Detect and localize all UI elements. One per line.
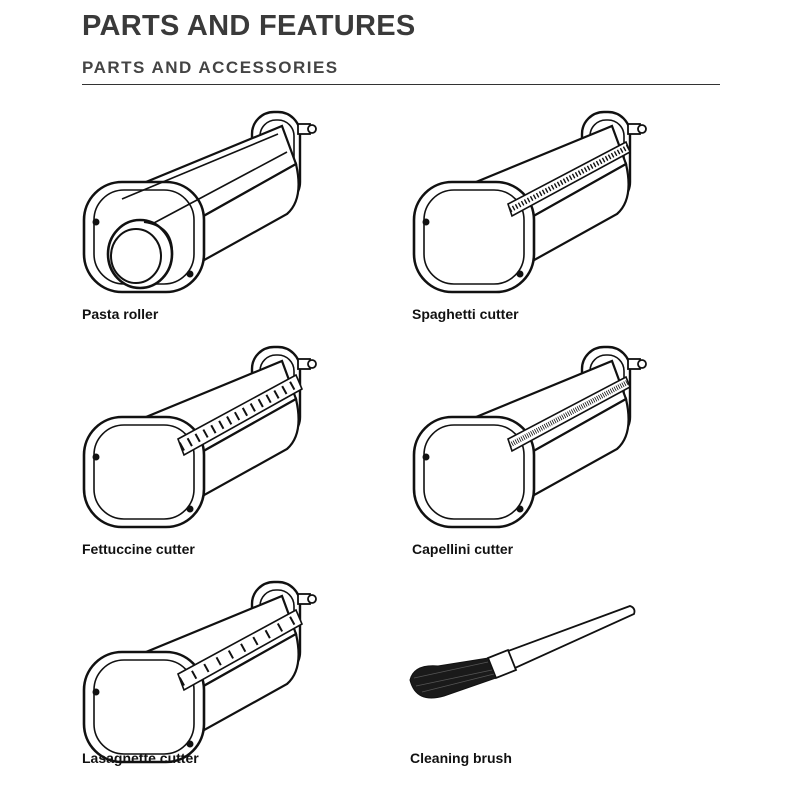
part-lasagnette-cutter: Lasagnette cutter: [82, 570, 382, 800]
page-subtitle: PARTS AND ACCESSORIES: [82, 58, 339, 77]
fettuccine-cutter-illustration: [82, 345, 318, 529]
part-fettuccine-cutter: Fettuccine cutter: [82, 335, 382, 565]
part-spaghetti-cutter: Spaghetti cutter: [412, 100, 712, 330]
lasagnette-cutter-illustration: [82, 580, 318, 764]
part-label: Cleaning brush: [410, 750, 512, 766]
part-label: Lasagnette cutter: [82, 750, 199, 766]
pasta-roller-illustration: [82, 110, 318, 294]
part-capellini-cutter: Capellini cutter: [412, 335, 712, 565]
page-title: PARTS AND FEATURES: [82, 10, 416, 42]
part-label: Spaghetti cutter: [412, 306, 519, 322]
part-label: Pasta roller: [82, 306, 159, 322]
cleaning-brush-illustration: [409, 605, 636, 699]
part-cleaning-brush: Cleaning brush: [408, 600, 648, 780]
part-label: Fettuccine cutter: [82, 541, 195, 557]
part-label: Capellini cutter: [412, 541, 514, 557]
part-pasta-roller: Pasta roller: [82, 100, 382, 330]
spaghetti-cutter-illustration: [412, 110, 648, 294]
header-divider: [82, 84, 720, 85]
capellini-cutter-illustration: [412, 345, 648, 529]
